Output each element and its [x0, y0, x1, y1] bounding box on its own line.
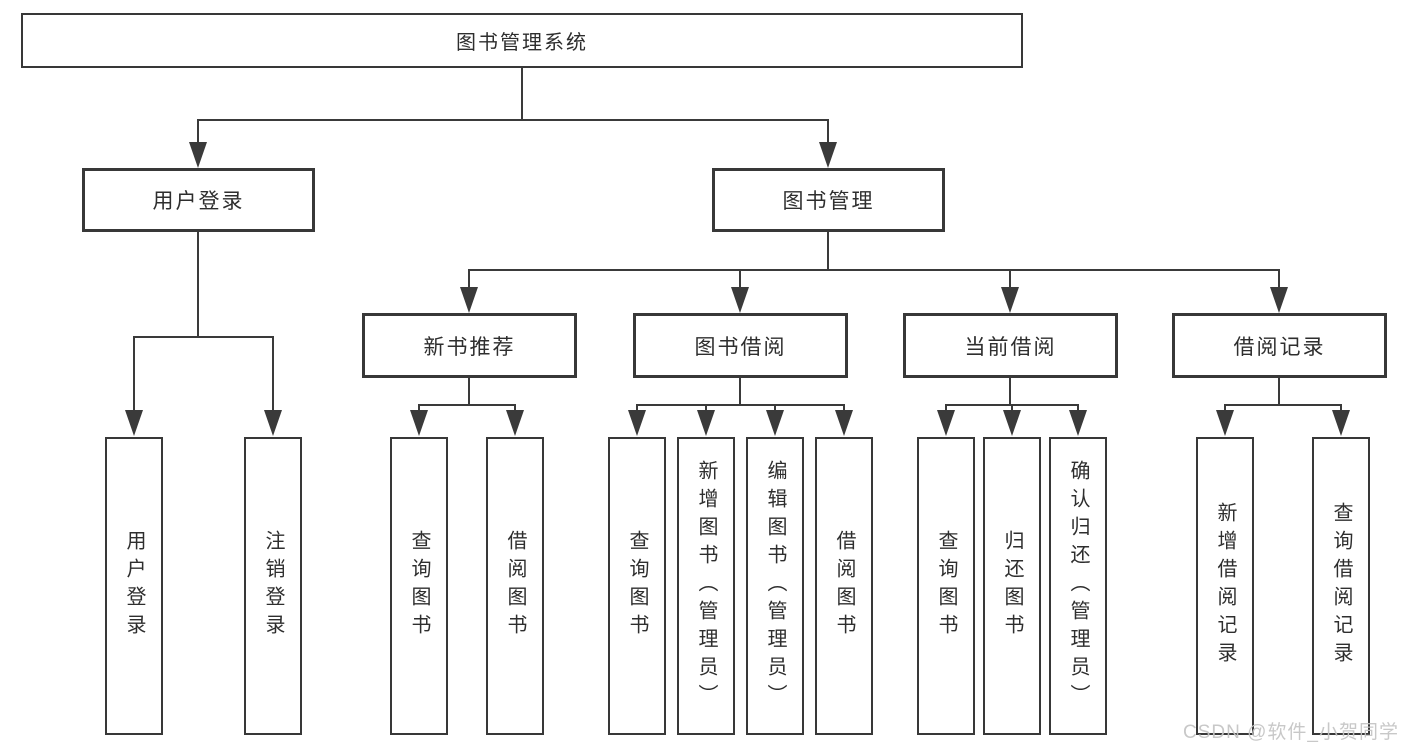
node-label: 查询借阅记录 [1330, 502, 1352, 670]
connector-stub [418, 404, 420, 412]
node-new-book-recommend: 新书推荐 [362, 313, 577, 378]
node-label: 图书管理系统 [456, 32, 588, 54]
arrow-down-icon [1001, 287, 1019, 313]
leaf-logout: 注销登录 [244, 437, 302, 735]
node-label: 借阅记录 [1233, 335, 1326, 359]
node-borrowing-records: 借阅记录 [1172, 313, 1387, 378]
node-book-management: 图书管理 [712, 168, 945, 232]
arrow-down-icon [697, 410, 715, 436]
leaf-add-books-admin: 新增图书（管理员） [677, 437, 735, 735]
arrow-down-icon [1069, 410, 1087, 436]
node-label: 图书借阅 [694, 335, 787, 359]
connector-stem [468, 376, 470, 406]
arrow-down-icon [264, 410, 282, 436]
connector-stub [1340, 404, 1342, 412]
node-label: 查询图书 [935, 530, 957, 642]
connector-level3-hline [468, 269, 1280, 271]
node-label: 当前借阅 [964, 335, 1057, 359]
connector-group-hline [133, 336, 274, 338]
connector-stem [827, 119, 829, 144]
connector-stem [739, 376, 741, 406]
arrow-down-icon [628, 410, 646, 436]
leaf-user-login: 用户登录 [105, 437, 163, 735]
leaf-query-borrow-record: 查询借阅记录 [1312, 437, 1370, 735]
connector-group-hline [1224, 404, 1342, 406]
connector-stub [514, 404, 516, 412]
leaf-return-books: 归还图书 [983, 437, 1041, 735]
connector-stub [945, 404, 947, 412]
node-user-login: 用户登录 [82, 168, 315, 232]
arrow-down-icon [835, 410, 853, 436]
node-label: 借阅图书 [833, 530, 855, 642]
arrow-down-icon [506, 410, 524, 436]
node-current-borrowing: 当前借阅 [903, 313, 1118, 378]
leaf-edit-books-admin: 编辑图书（管理员） [746, 437, 804, 735]
connector-stem [197, 119, 199, 144]
node-label: 新增借阅记录 [1214, 502, 1236, 670]
node-label: 编辑图书（管理员） [764, 460, 786, 712]
node-label: 新书推荐 [423, 335, 516, 359]
leaf-borrow-books-recommend: 借阅图书 [486, 437, 544, 735]
connector-stem [1278, 269, 1280, 289]
connector-stem [739, 269, 741, 289]
connector-stub [1011, 404, 1013, 412]
connector-stem [1009, 376, 1011, 406]
node-book-borrowing: 图书借阅 [633, 313, 848, 378]
connector-stub [843, 404, 845, 412]
node-label: 查询图书 [626, 530, 648, 642]
connector-level2-hline [197, 119, 829, 121]
node-label: 用户登录 [152, 190, 245, 213]
leaf-confirm-return-admin: 确认归还（管理员） [1049, 437, 1107, 735]
arrow-down-icon [1216, 410, 1234, 436]
connector-root-stem [521, 66, 523, 121]
leaf-query-books-recommend: 查询图书 [390, 437, 448, 735]
node-label: 用户登录 [123, 530, 145, 642]
connector-stub [1077, 404, 1079, 412]
arrow-down-icon [766, 410, 784, 436]
arrow-down-icon [1332, 410, 1350, 436]
arrow-down-icon [1270, 287, 1288, 313]
leaf-query-books-current: 查询图书 [917, 437, 975, 735]
connector-stem [133, 336, 135, 412]
node-label: 注销登录 [262, 530, 284, 642]
connector-stub [636, 404, 638, 412]
connector-stem [1278, 376, 1280, 406]
arrow-down-icon [731, 287, 749, 313]
connector-stem [468, 269, 470, 289]
leaf-add-borrow-record: 新增借阅记录 [1196, 437, 1254, 735]
arrow-down-icon [1003, 410, 1021, 436]
connector-stub [705, 404, 707, 412]
arrow-down-icon [125, 410, 143, 436]
node-library-system: 图书管理系统 [21, 13, 1023, 68]
connector-stem [272, 336, 274, 412]
node-label: 借阅图书 [504, 530, 526, 642]
leaf-query-books-borrowing: 查询图书 [608, 437, 666, 735]
arrow-down-icon [937, 410, 955, 436]
connector-group-hline [636, 404, 845, 406]
node-label: 图书管理 [782, 190, 875, 213]
connector-stub [774, 404, 776, 412]
node-label: 新增图书（管理员） [695, 460, 717, 712]
node-label: 查询图书 [408, 530, 430, 642]
leaf-borrow-books: 借阅图书 [815, 437, 873, 735]
arrow-down-icon [189, 142, 207, 168]
connector-group-hline [418, 404, 516, 406]
arrow-down-icon [460, 287, 478, 313]
arrow-down-icon [410, 410, 428, 436]
node-label: 确认归还（管理员） [1067, 460, 1089, 712]
connector-stub [1224, 404, 1226, 412]
node-label: 归还图书 [1001, 530, 1023, 642]
connector-stem [1009, 269, 1011, 289]
arrow-down-icon [819, 142, 837, 168]
connector-stem [827, 230, 829, 271]
connector-stem [197, 230, 199, 338]
